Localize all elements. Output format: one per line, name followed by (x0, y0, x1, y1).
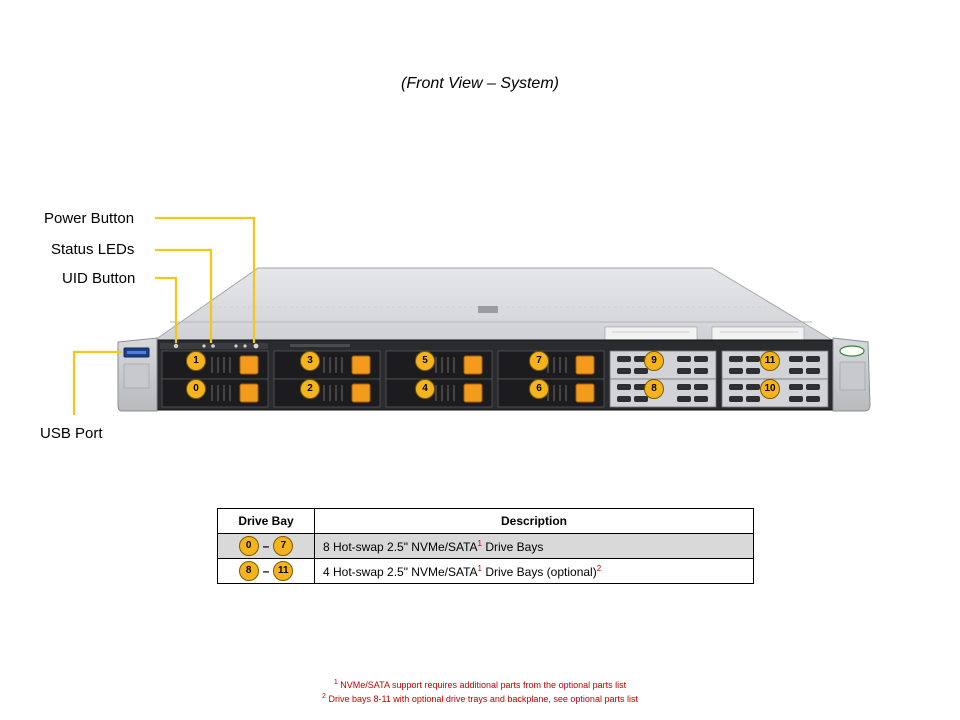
usb-port-label: USB Port (40, 425, 103, 442)
status-leds-label: Status LEDs (51, 241, 135, 258)
uid-button-label: UID Button (62, 270, 136, 287)
description-text-after: Drive Bays (optional) (482, 564, 597, 579)
footnote-mark: 1 (477, 538, 482, 548)
footnotes: 1 NVMe/SATA support requires additional … (0, 677, 960, 705)
footnote-1-mark: 1 (333, 679, 338, 686)
bay-badge-11: 11 (760, 351, 780, 371)
drive-bay-table: Drive Bay Description 0 – 7 8 Hot-swap 2… (217, 508, 754, 584)
range-dash: – (262, 564, 270, 578)
brand-logo (839, 345, 865, 357)
description-text: 8 Hot-swap 2.5" NVMe/SATA (323, 539, 478, 554)
bay-range-cell: 8 – 11 (217, 558, 315, 584)
footnote-mark-2: 2 (596, 563, 602, 573)
bay-range-from: 8 (238, 561, 259, 581)
footnote-2-mark: 2 (322, 693, 326, 700)
range-dash: – (262, 539, 270, 553)
footnote-1-text: NVMe/SATA support requires additional pa… (340, 680, 627, 690)
uid-button-callout-line (155, 276, 178, 343)
bay-badge-1: 1 (186, 351, 206, 371)
nvme-drive-bays (161, 350, 605, 408)
footnote-mark: 1 (477, 563, 482, 573)
header-drive-bay: Drive Bay (217, 508, 315, 534)
table-row: 0 – 7 8 Hot-swap 2.5" NVMe/SATA1 Drive B… (217, 533, 754, 559)
header-description: Description (314, 508, 754, 534)
bay-badge-10: 10 (760, 379, 780, 399)
description-text: 4 Hot-swap 2.5" NVMe/SATA (323, 564, 478, 579)
bay-badge-7: 7 (529, 351, 549, 371)
footnote-2: 2 Drive bays 8-11 with optional drive tr… (0, 691, 960, 705)
bay-range-to: 7 (273, 536, 294, 556)
bay-badge-8: 8 (644, 379, 664, 399)
description-cell: 4 Hot-swap 2.5" NVMe/SATA1 Drive Bays (o… (314, 558, 754, 584)
description-cell: 8 Hot-swap 2.5" NVMe/SATA1 Drive Bays (314, 533, 754, 559)
table-row: 8 – 11 4 Hot-swap 2.5" NVMe/SATA1 Drive … (217, 558, 754, 584)
status-leds (211, 344, 215, 348)
bay-badge-0: 0 (186, 379, 206, 399)
power-button-callout-line (155, 216, 256, 343)
bay-badge-6: 6 (529, 379, 549, 399)
status-leds-callout-line (155, 248, 213, 343)
power-button-label: Power Button (44, 210, 135, 227)
bay-range-from: 0 (238, 536, 259, 556)
footnote-1: 1 NVMe/SATA support requires additional … (0, 677, 960, 691)
power-button (253, 343, 259, 349)
bay-range-cell: 0 – 7 (217, 533, 315, 559)
bay-badge-2: 2 (300, 379, 320, 399)
footnote-2-text: Drive bays 8-11 with optional drive tray… (328, 694, 638, 704)
usb-port-callout-line (72, 350, 122, 415)
figure-title: (Front View – System) (401, 75, 559, 92)
bay-range-to: 11 (273, 561, 294, 581)
description-text-after: Drive Bays (482, 539, 544, 554)
bay-badge-3: 3 (300, 351, 320, 371)
uid-button (173, 343, 179, 349)
bay-badge-5: 5 (415, 351, 435, 371)
bay-badge-4: 4 (415, 379, 435, 399)
bay-badge-9: 9 (644, 351, 664, 371)
table-header-row: Drive Bay Description (217, 508, 754, 534)
